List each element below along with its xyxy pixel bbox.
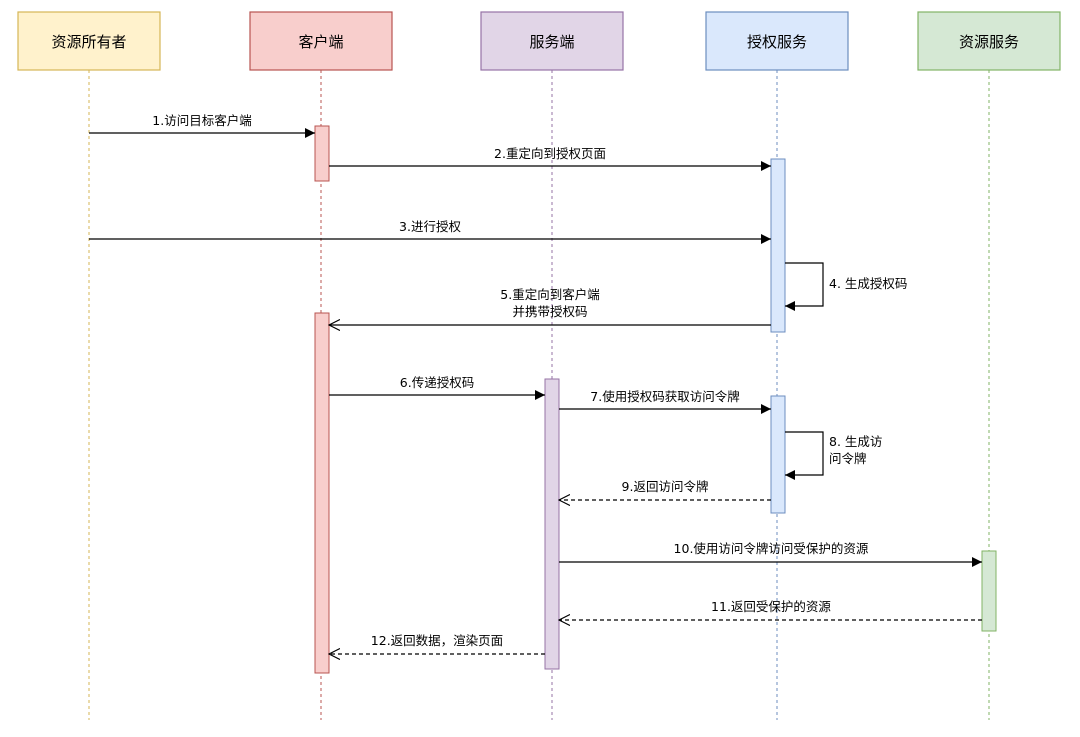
- activation-client-2: [314, 312, 330, 674]
- actor-client-label: 客户端: [298, 33, 343, 51]
- activation-auth-2: [770, 395, 786, 514]
- msg-5-label: 5.重定向到客户端并携带授权码: [500, 287, 599, 319]
- msg-4-label: 4. 生成授权码: [829, 276, 907, 291]
- activation-auth-1: [770, 158, 786, 333]
- actor-auth-service-label: 授权服务: [747, 33, 807, 51]
- msg-11-label: 11.返回受保护的资源: [711, 599, 831, 614]
- actor-resource-owner: 资源所有者: [17, 11, 161, 71]
- msg-8-label: 8. 生成访问令牌: [829, 434, 882, 466]
- msg-9-label: 9.返回访问令牌: [622, 479, 709, 494]
- activation-server: [544, 378, 560, 670]
- msg-3-label: 3.进行授权: [399, 219, 461, 234]
- msg-6-label: 6.传递授权码: [400, 375, 474, 390]
- msg-1-label: 1.访问目标客户端: [152, 113, 251, 128]
- actor-server-label: 服务端: [529, 33, 574, 51]
- actor-server: 服务端: [480, 11, 624, 71]
- activation-client-1: [314, 125, 330, 182]
- activation-resource-service: [981, 550, 997, 632]
- actor-resource-owner-label: 资源所有者: [51, 33, 126, 51]
- actor-resource-service-label: 资源服务: [959, 33, 1019, 51]
- actor-resource-service: 资源服务: [917, 11, 1061, 71]
- msg-7-label: 7.使用授权码获取访问令牌: [590, 389, 739, 404]
- actor-auth-service: 授权服务: [705, 11, 849, 71]
- actor-client: 客户端: [249, 11, 393, 71]
- msg-10-label: 10.使用访问令牌访问受保护的资源: [674, 541, 869, 556]
- msg-2-label: 2.重定向到授权页面: [494, 146, 606, 161]
- msg-4-arrow: [785, 262, 824, 311]
- msg-12-label: 12.返回数据，渲染页面: [371, 633, 503, 648]
- msg-8-arrow: [785, 431, 824, 480]
